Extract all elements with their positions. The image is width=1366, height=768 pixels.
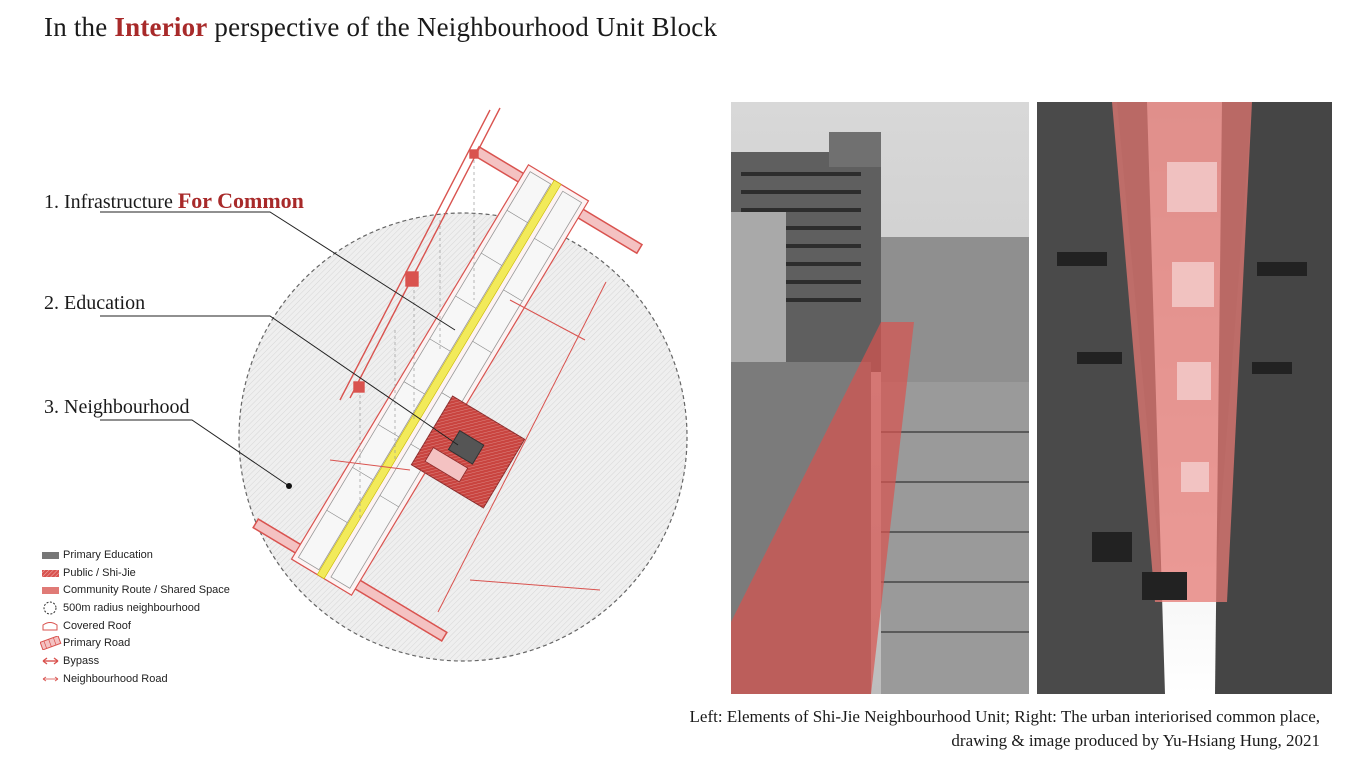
element-item-2: 2. Education [44,292,146,314]
legend-item: Neighbourhood Road [40,670,230,688]
neighbourhood-dot [286,483,292,489]
legend-item: Covered Roof [40,617,230,635]
grey-block-icon [42,551,59,559]
element-item-3: 3. Neighbourhood [44,396,190,418]
neighbourhood-block [290,164,590,596]
legend: Primary Education Public / Shi-Jie Commu… [40,546,230,688]
education-block [410,395,526,509]
red-block-icon [42,587,59,595]
legend-item: Primary Education [40,546,230,564]
legend-item: Primary Road [40,634,230,652]
projection-lines [359,160,475,520]
caption: Left: Elements of Shi-Jie Neighbourhood … [689,707,1320,750]
highlighted-street-roofs [731,322,914,694]
axonometric-diagram [100,107,688,662]
legend-item: Community Route / Shared Space [40,581,230,599]
primary-road-icon [40,636,62,651]
legend-item: Public / Shi-Jie [40,564,230,582]
legend-item: 500m radius neighbourhood [40,599,230,617]
double-arrow-icon [42,657,59,665]
dashed-circle-icon [43,601,57,615]
element-item-1: 1. Infrastructure For Common [44,188,304,213]
roof-outline-icon [42,621,58,631]
exploded-elements [339,107,501,401]
page-title: In the Interior perspective of the Neigh… [44,12,718,42]
photo-covered-arcade [1037,102,1332,694]
leader-lines [100,211,459,487]
highlighted-canopy [1112,102,1252,602]
thin-double-arrow-icon [42,676,59,681]
legend-item: Bypass [40,652,230,670]
title-highlight: Interior [114,12,208,42]
photo-aerial-rooftops [731,102,1029,694]
hatched-red-block-icon [42,569,59,577]
neighbourhood-road-arrows [329,281,607,613]
